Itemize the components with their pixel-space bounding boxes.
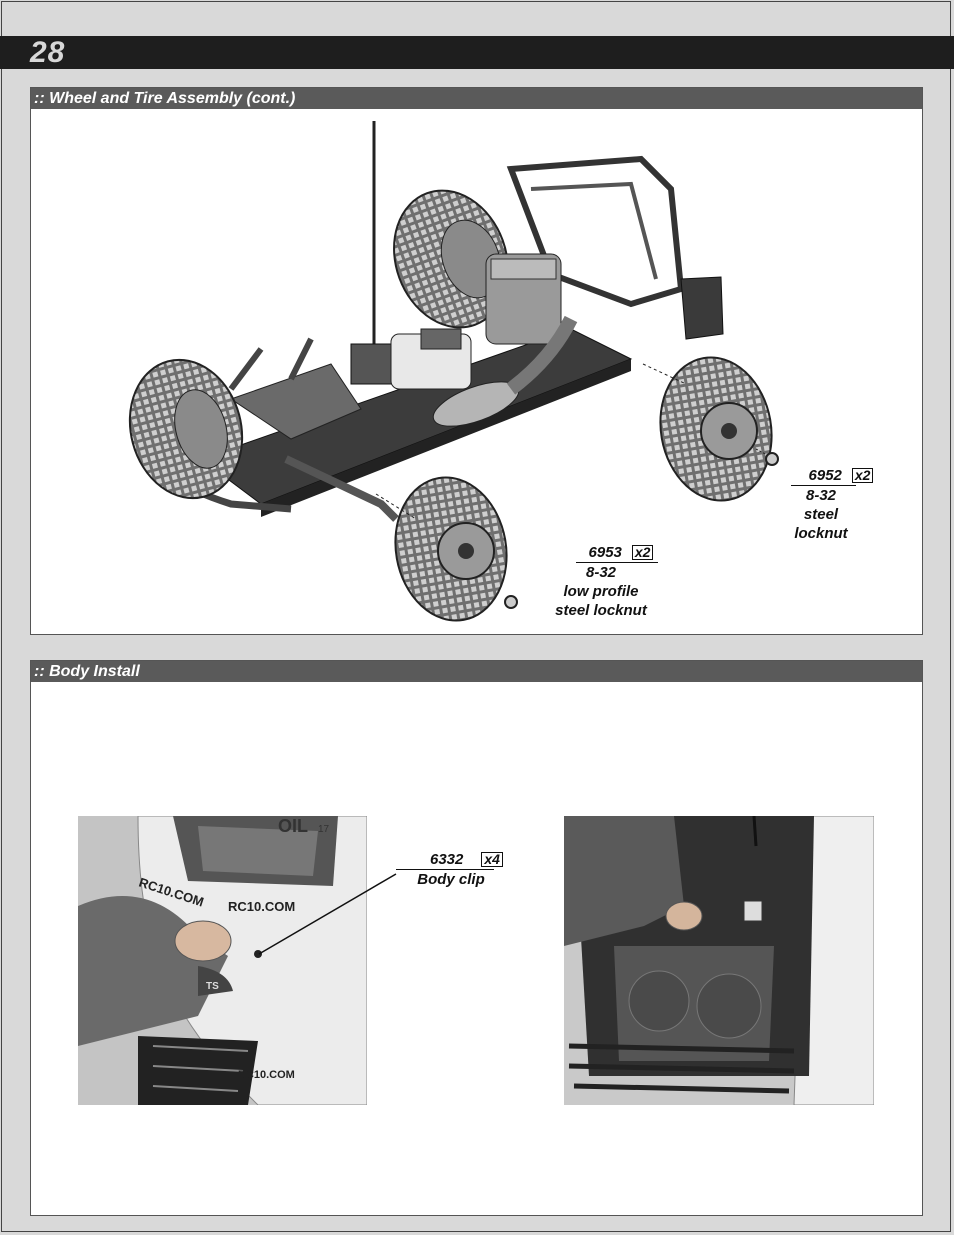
callout-6952-desc: 8-32 steel locknut: [771, 486, 871, 543]
part-desc-line: steel locknut: [555, 602, 647, 619]
section-title-body: :: Body Install: [31, 661, 922, 682]
callout-6952: 6952 x2: [786, 466, 896, 485]
callout-6332-desc: Body clip: [406, 870, 496, 889]
decal-oil: OIL: [278, 816, 308, 836]
callout-6332: 6332 x4: [416, 850, 526, 869]
body-install-section: :: Body Install OIL 17 RC10.COM RC10.COM…: [30, 660, 923, 1216]
part-desc-line: Body clip: [417, 871, 485, 888]
page-header-bar: [0, 36, 954, 69]
part-number: 6953: [588, 544, 622, 561]
wheel-tire-section: :: Wheel and Tire Assembly (cont.): [30, 87, 923, 635]
callout-underline: [791, 485, 856, 486]
truck-chassis-illustration: [128, 121, 779, 622]
decal-rc10: RC10.COM: [228, 899, 295, 914]
part-number: 6332: [430, 851, 464, 868]
callout-underline: [576, 562, 658, 563]
section-title-wheel: :: Wheel and Tire Assembly (cont.): [31, 88, 922, 109]
quantity-badge: x2: [851, 468, 874, 483]
thread-size: 8-32: [585, 564, 617, 581]
decal-ts: TS: [206, 981, 219, 992]
decal-number: 17: [318, 824, 330, 835]
quantity-badge: x2: [631, 545, 654, 560]
part-desc-line: locknut: [794, 525, 848, 542]
quantity-badge: x4: [481, 852, 503, 867]
callout-6953-desc: 8-32 low profile steel locknut: [536, 563, 666, 620]
part-desc-line: low profile: [563, 583, 639, 600]
page-number: 28: [30, 36, 66, 69]
callout-underline: [396, 869, 494, 870]
part-desc-line: steel: [803, 506, 839, 523]
thread-size: 8-32: [805, 487, 837, 504]
decal-rc10: RC10.COM: [238, 1069, 295, 1081]
part-number: 6952: [808, 467, 842, 484]
photo-body-mounted: [564, 816, 874, 1105]
photo-body-clip-install: OIL 17 RC10.COM RC10.COM RC10.COM TS: [78, 816, 367, 1105]
callout-6953: 6953 x2: [571, 543, 671, 562]
